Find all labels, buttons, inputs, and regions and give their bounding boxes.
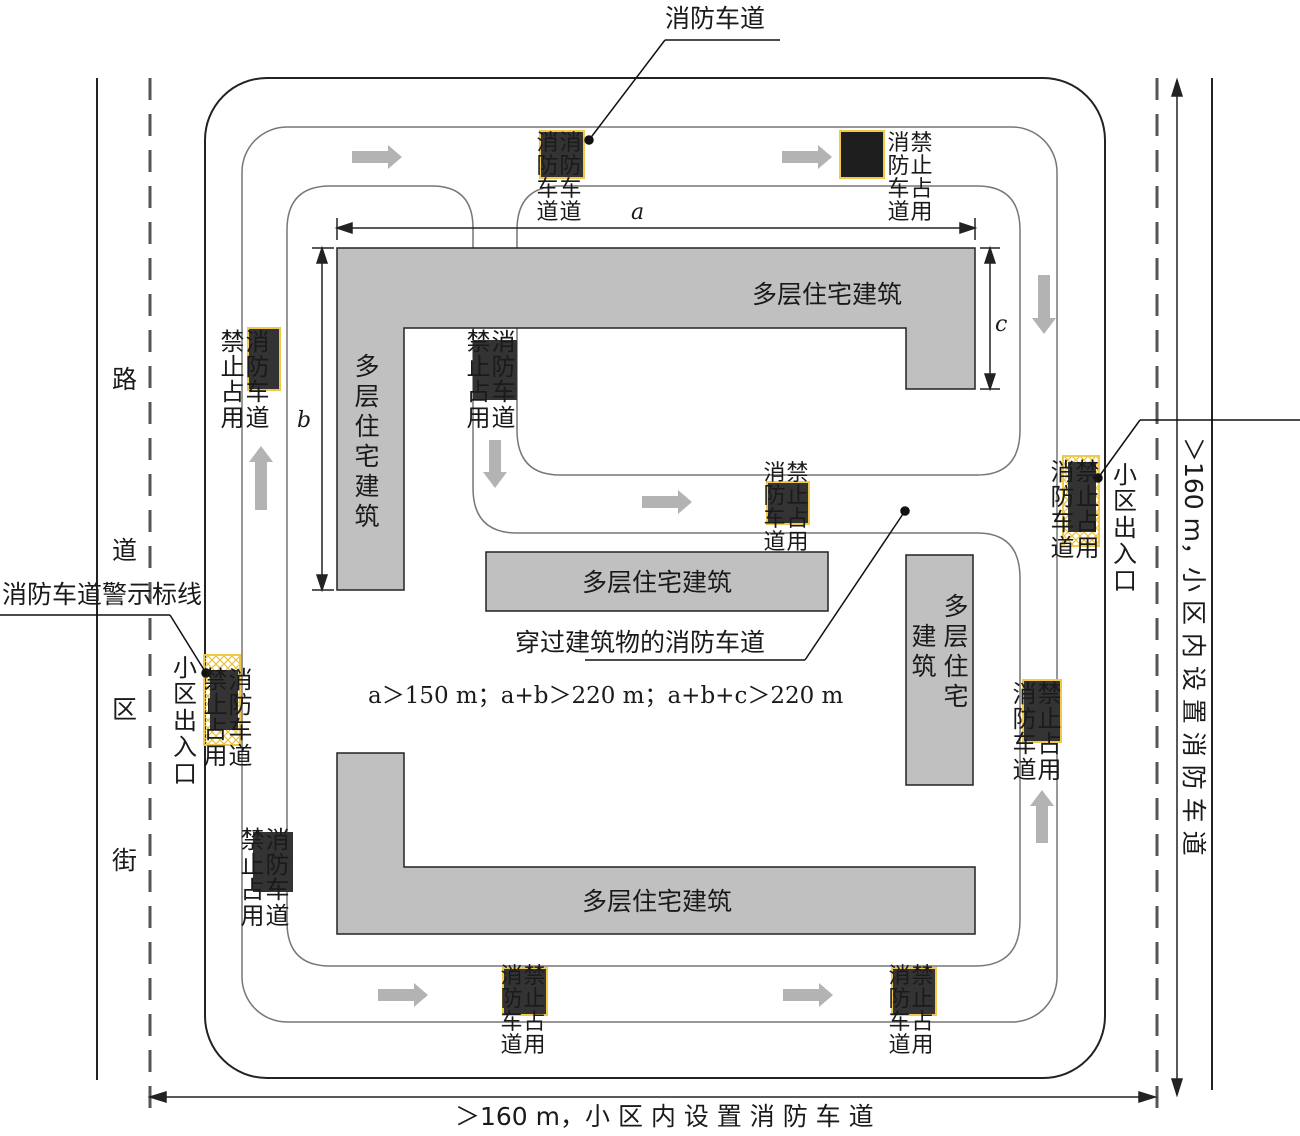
top-l-building xyxy=(336,247,976,591)
dimension-b-label: b xyxy=(297,408,312,433)
sign-block xyxy=(502,967,548,1016)
sign-block xyxy=(839,130,885,179)
no-occupy-sign: 消防车道禁止占用 xyxy=(500,965,546,1057)
sign-block xyxy=(247,327,281,391)
sign-col: 消防车道 xyxy=(228,666,253,770)
through-building-label: 穿过建筑物的消防车道 xyxy=(515,628,766,657)
no-occupy-sign: 禁止占用消防车道 xyxy=(220,328,270,432)
arrow-right-icon xyxy=(783,983,833,1007)
sign-blocks xyxy=(210,130,1096,1016)
leader-lines xyxy=(0,39,1300,678)
street-char: 街 xyxy=(112,846,138,875)
sign-col: 消防车道 xyxy=(245,328,270,432)
sign-col: 禁止占用 xyxy=(1075,458,1100,562)
building-bottom-label: 多层住宅建筑 xyxy=(582,887,733,916)
sign-col: 禁止占用 xyxy=(911,964,934,1059)
sign-col: 消防车道 xyxy=(500,964,523,1059)
warning-line-label: 消防车道警示标线 xyxy=(2,580,203,609)
sign-col: 消防车道 xyxy=(763,461,786,556)
arrow-right-icon xyxy=(378,983,428,1007)
sign-col: 禁止占用 xyxy=(523,964,546,1059)
no-occupy-sign: 消防车道禁止占用 xyxy=(763,462,809,554)
dimension-a xyxy=(334,218,978,240)
sign-col: 消防车道 xyxy=(888,964,911,1059)
street-char: 路 xyxy=(112,365,138,394)
sign-col: 禁止占用 xyxy=(1037,680,1062,784)
right-dimension-label: ＞160 m，小 区 内 设 置 消 防 车 道 xyxy=(1179,437,1208,856)
building-top-label: 多层住宅建筑 xyxy=(752,280,903,309)
sign-col: 消防车道 xyxy=(887,131,910,226)
building-middle-label: 多层住宅建筑 xyxy=(582,568,733,597)
bottom-l-building xyxy=(336,752,976,935)
arrow-up-icon xyxy=(249,446,273,510)
sign-block xyxy=(1022,679,1062,743)
entrance-right-label: 小区出入口 xyxy=(1113,461,1137,595)
dimension-b xyxy=(312,245,334,593)
sign-block xyxy=(210,670,238,730)
sign-block xyxy=(891,967,937,1016)
distance-formula: a＞150 m；a+b＞220 m；a+b+c＞220 m xyxy=(368,683,844,709)
sign-col: 禁止占用 xyxy=(240,826,265,930)
sign-col: 消防车道 xyxy=(559,131,582,226)
street-char: 道 xyxy=(112,536,138,565)
no-occupy-sign: 消防车道消防车道 xyxy=(536,132,582,224)
no-occupy-sign: 消防车道禁止占用 xyxy=(1050,458,1100,562)
arrow-right-icon xyxy=(782,145,832,169)
no-occupy-sign: 禁止占用消防车道 xyxy=(203,666,253,770)
sign-col: 消防车道 xyxy=(491,328,516,432)
no-occupy-sign: 禁止占用消防车道 xyxy=(240,826,290,930)
arrow-down-icon xyxy=(1032,275,1056,334)
sign-col: 禁止占用 xyxy=(203,666,228,770)
arrow-down-icon xyxy=(483,440,507,488)
middle-building xyxy=(485,551,829,612)
bottom-dimension-label: ＞160 m，小 区 内 设 置 消 防 车 道 xyxy=(455,1102,874,1131)
arrow-right-icon xyxy=(642,490,692,514)
sign-col: 消防车道 xyxy=(265,826,290,930)
arrow-right-icon xyxy=(352,145,402,169)
sign-block xyxy=(1068,462,1096,532)
upper-island-edge xyxy=(516,185,1021,476)
sign-col: 禁止占用 xyxy=(910,131,933,226)
no-occupy-sign: 禁止占用消防车道 xyxy=(466,328,516,432)
sign-block xyxy=(766,481,810,525)
no-occupy-sign: 消防车道禁止占用 xyxy=(1012,680,1062,784)
sign-col: 禁止占用 xyxy=(220,328,245,432)
sign-block xyxy=(253,832,293,892)
building-right-col: 多层住宅 xyxy=(943,592,969,711)
outer-lane-edge xyxy=(204,77,1106,1079)
dimension-bottom xyxy=(147,1090,1158,1104)
building-left-label: 多层住宅建筑 xyxy=(354,352,380,531)
dimension-c-label: c xyxy=(995,312,1008,337)
dimension-a-label: a xyxy=(631,200,645,225)
sign-col: 消防车道 xyxy=(1050,458,1075,562)
dimension-right xyxy=(1170,77,1184,1098)
right-building xyxy=(905,554,974,786)
entrance-left-label: 小区出入口 xyxy=(173,654,197,788)
sign-block xyxy=(539,130,585,179)
sign-col: 消防车道 xyxy=(536,131,559,226)
sign-block xyxy=(473,340,517,400)
no-occupy-sign: 消防车道禁止占用 xyxy=(888,965,934,1057)
no-occupy-sign: 消防车道禁止占用 xyxy=(887,132,933,224)
street-char: 区 xyxy=(112,695,138,724)
dimension-c xyxy=(980,245,1000,392)
sign-col: 禁止占用 xyxy=(466,328,491,432)
arrow-up-icon xyxy=(1030,790,1054,843)
lane-inner-edge xyxy=(241,126,1058,1023)
fire-lane-label: 消防车道 xyxy=(665,4,766,33)
building-right-col: 建筑 xyxy=(911,622,937,681)
sign-col: 禁止占用 xyxy=(786,461,809,556)
sign-col: 消防车道 xyxy=(1012,680,1037,784)
direction-arrows xyxy=(249,145,1056,1007)
